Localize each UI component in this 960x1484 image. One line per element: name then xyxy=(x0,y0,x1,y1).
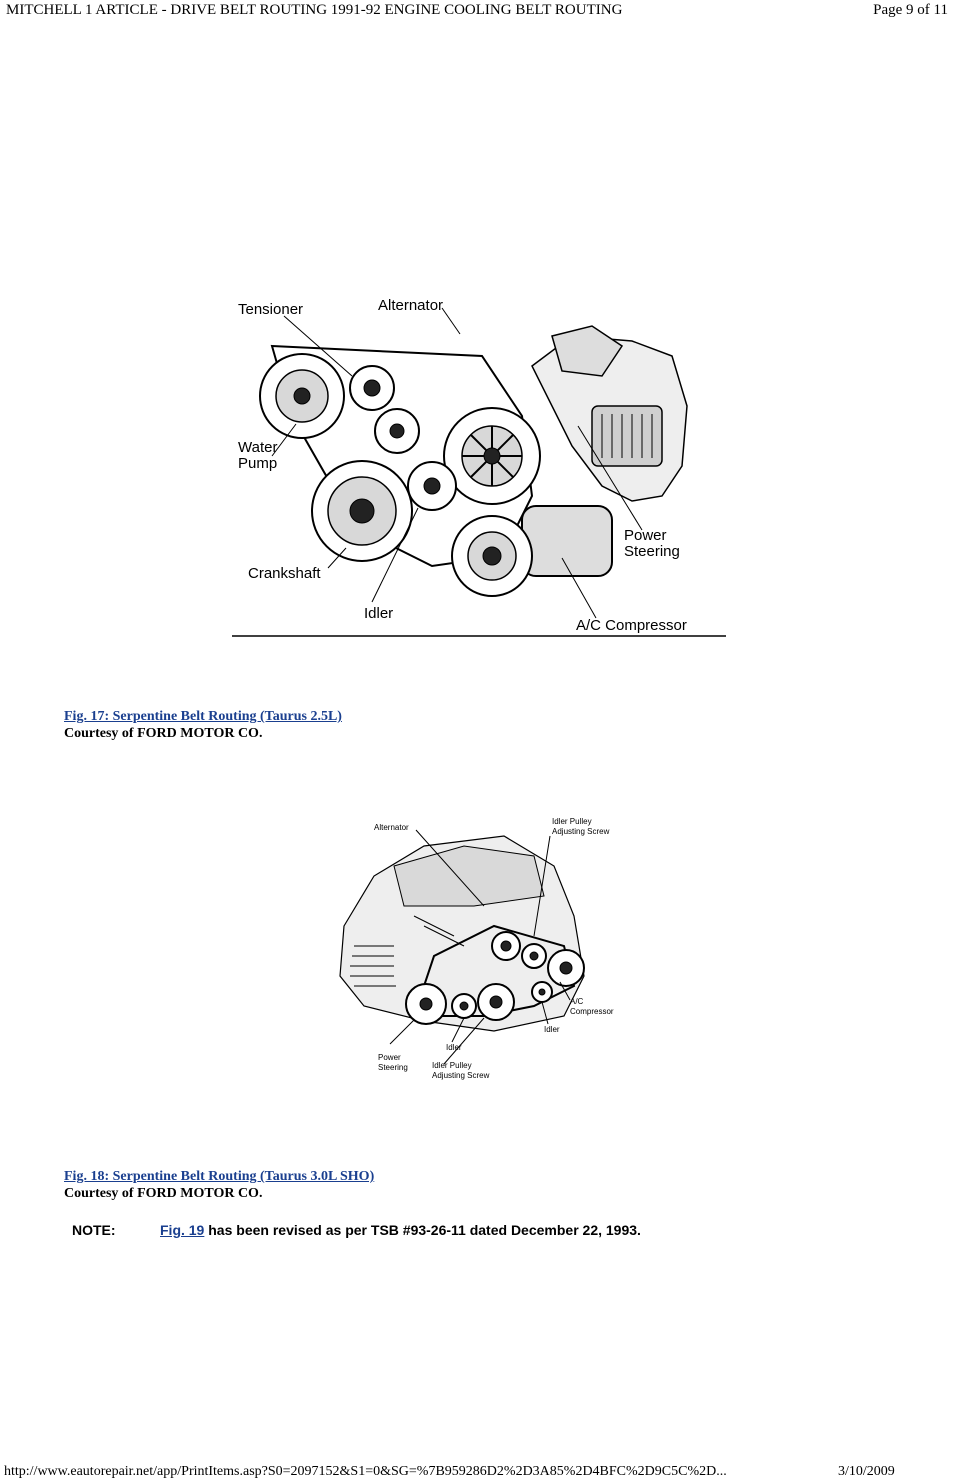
page-number: Page 9 of 11 xyxy=(873,2,948,18)
label-adjusting-screw-1: Adjusting Screw xyxy=(552,827,610,836)
article-title: MITCHELL 1 ARTICLE - DRIVE BELT ROUTING … xyxy=(6,2,623,18)
figure-18-engine-illustration: Alternator Idler Pulley Adjusting Screw … xyxy=(334,806,630,1084)
label-water-pump-1: Water xyxy=(238,439,277,456)
note-label: NOTE: xyxy=(72,1222,116,1238)
label-idler-pulley-2: Idler Pulley xyxy=(432,1061,472,1070)
figure-17-caption: Fig. 17: Serpentine Belt Routing (Taurus… xyxy=(64,708,342,742)
footer-url: http://www.eautorepair.net/app/PrintItem… xyxy=(4,1464,727,1479)
label-ac-compressor: A/C Compressor xyxy=(576,617,687,634)
figure-19-link[interactable]: Fig. 19 xyxy=(160,1222,205,1238)
figure-17-courtesy: Courtesy of FORD MOTOR CO. xyxy=(64,726,263,741)
label-tensioner: Tensioner xyxy=(238,301,303,318)
label-power-2: Power xyxy=(378,1053,401,1062)
label-adjusting-screw-2: Adjusting Screw xyxy=(432,1071,490,1080)
figure-17-engine-illustration: Tensioner Alternator Water Pump Power St… xyxy=(232,296,726,638)
label-steering-2: Steering xyxy=(378,1063,408,1072)
label-ac: A/C xyxy=(570,997,584,1006)
footer-date: 3/10/2009 xyxy=(838,1464,895,1479)
note-block: NOTE: Fig. 19 has been revised as per TSB… xyxy=(72,1222,641,1238)
figure-18-link[interactable]: Fig. 18: Serpentine Belt Routing (Taurus… xyxy=(64,1169,375,1184)
figure-18-courtesy: Courtesy of FORD MOTOR CO. xyxy=(64,1186,263,1201)
label-idler-right: Idler xyxy=(544,1025,560,1034)
note-text: has been revised as per TSB #93-26-11 da… xyxy=(204,1222,641,1238)
label-alternator: Alternator xyxy=(378,297,443,314)
label-idler-pulley-1: Idler Pulley xyxy=(552,817,592,826)
figure-17-link[interactable]: Fig. 17: Serpentine Belt Routing (Taurus… xyxy=(64,709,342,724)
label-idler-bottom: Idler xyxy=(446,1043,462,1052)
label-water-pump-2: Pump xyxy=(238,455,277,472)
label-idler: Idler xyxy=(364,605,393,622)
label-power-steering-1: Power xyxy=(624,527,667,544)
label-alternator-2: Alternator xyxy=(374,823,409,832)
alternator-body xyxy=(591,405,663,467)
figure-18-caption: Fig. 18: Serpentine Belt Routing (Taurus… xyxy=(64,1168,374,1202)
label-power-steering-2: Steering xyxy=(624,543,680,560)
label-crankshaft: Crankshaft xyxy=(248,565,321,582)
label-compressor: Compressor xyxy=(570,1007,614,1016)
